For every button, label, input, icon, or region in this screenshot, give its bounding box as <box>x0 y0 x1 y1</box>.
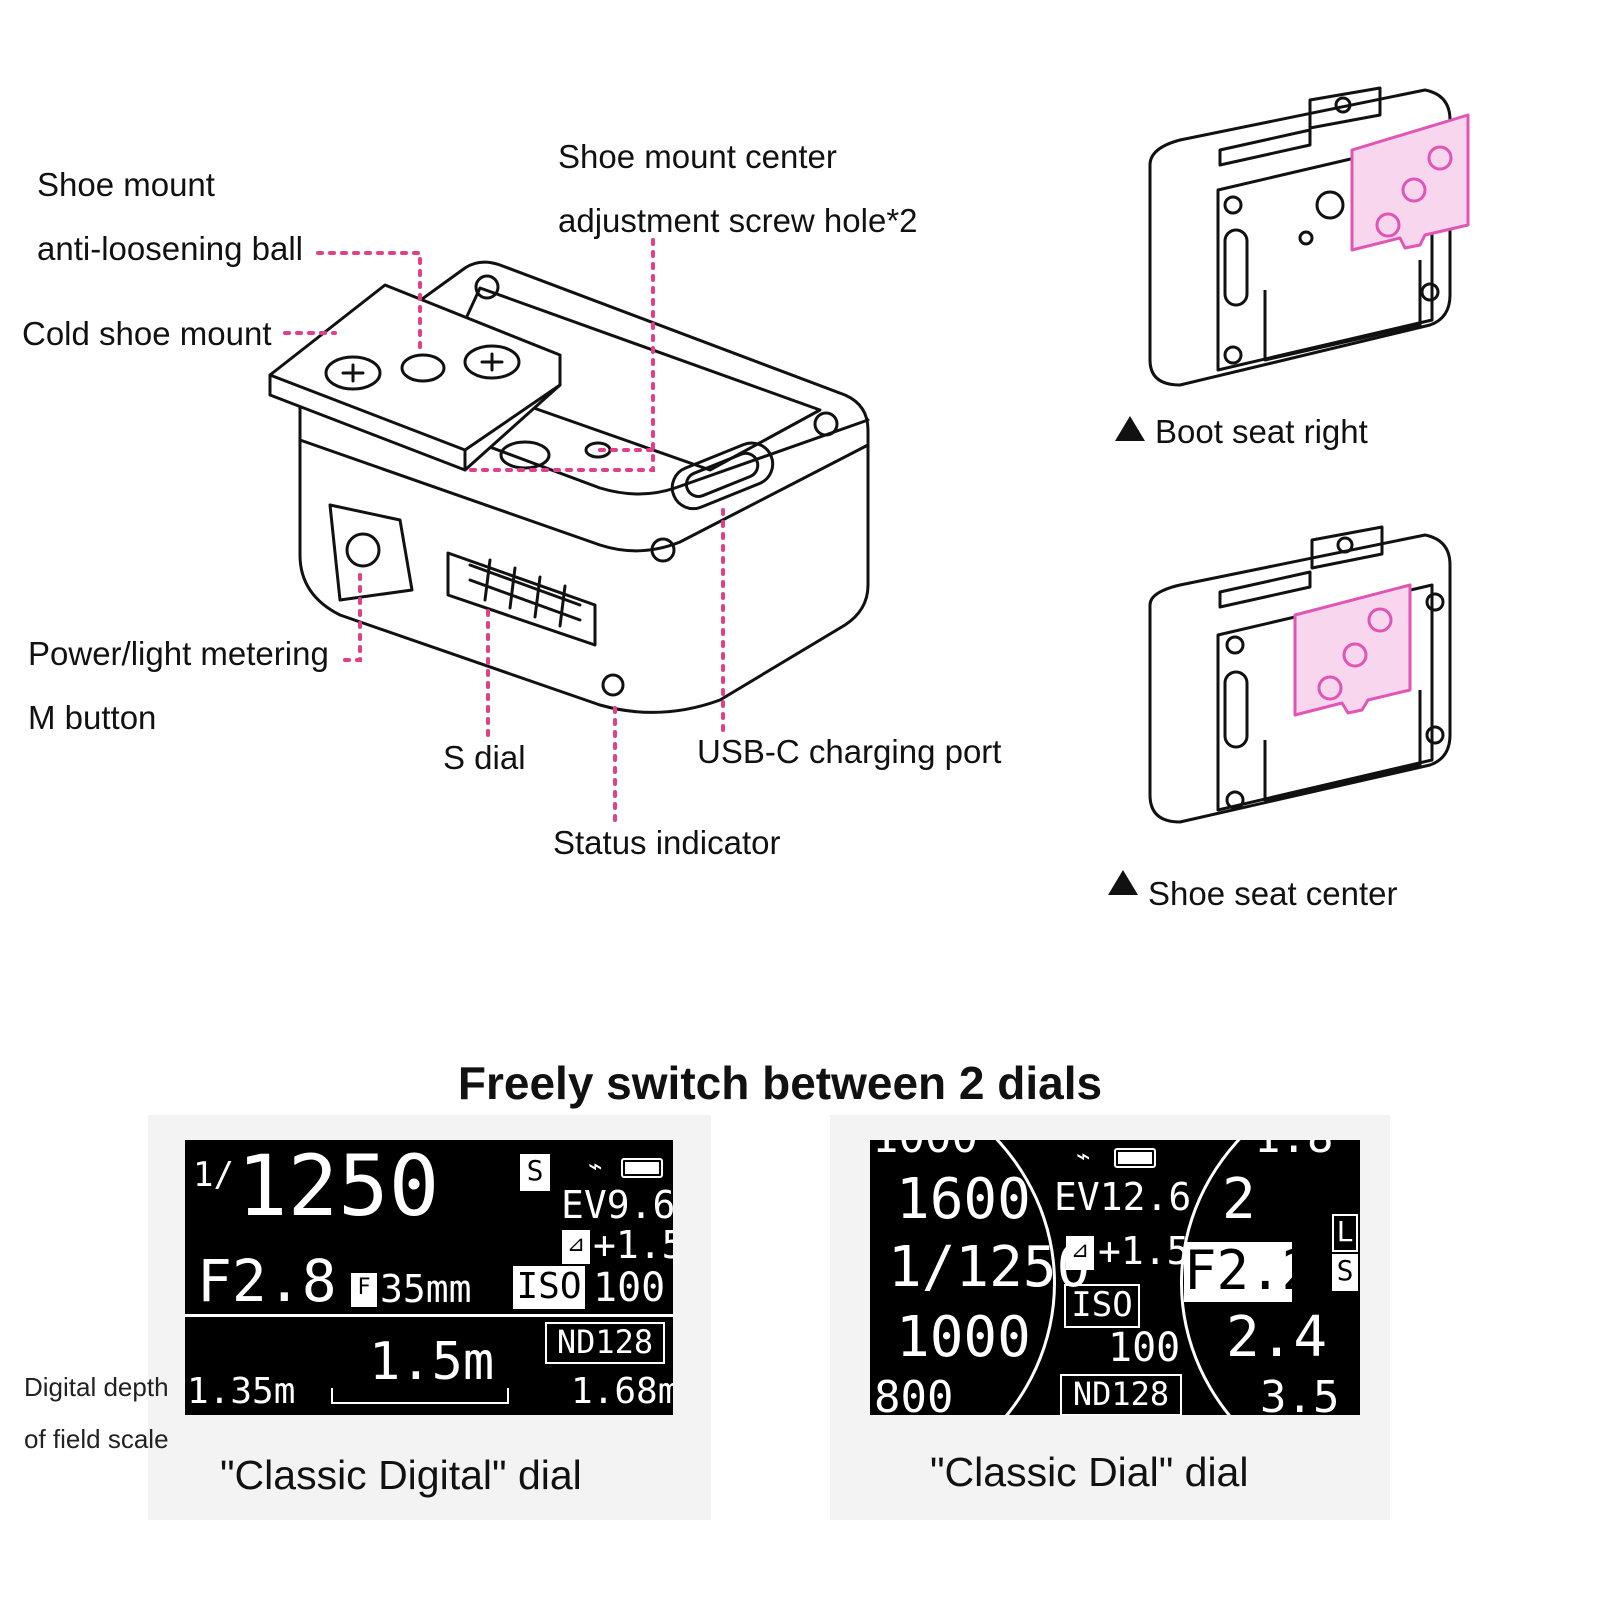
nd-badge: ND128 <box>1060 1374 1182 1415</box>
left-scale-selected: 1/1250 <box>888 1235 1091 1300</box>
label-cold-shoe: Cold shoe mount <box>22 315 272 352</box>
dof-far: 1.68m <box>571 1371 673 1412</box>
iso-value: 100 <box>593 1265 666 1311</box>
screw-icon <box>474 274 500 300</box>
left-dial-arc <box>870 1140 1056 1415</box>
right-scale-0: 1.8 <box>1254 1140 1333 1160</box>
label-center-screw: Shoe mount center <box>558 138 837 175</box>
dof-center: 1.5m <box>369 1332 495 1392</box>
device-body <box>298 260 870 714</box>
exposure-comp-value: +1.5 <box>1098 1229 1190 1273</box>
left-scale-3: 1000 <box>896 1305 1031 1370</box>
label-usbc-port: USB-C charging port <box>697 733 1002 770</box>
left-scale-0: 1000 <box>872 1140 978 1160</box>
iso-value: 100 <box>1108 1325 1181 1371</box>
label-anti-loosening-ball: anti-loosening ball <box>37 230 304 267</box>
battery-icon <box>621 1158 663 1178</box>
classic-digital-caption: "Classic Digital" dial <box>220 1452 582 1498</box>
triangle-icon <box>1115 416 1145 441</box>
dof-label-line1: Digital depth <box>24 1372 169 1402</box>
device-diagram <box>268 86 1470 824</box>
classic-dial-screen: 1000 1600 1/1250 1000 800 ⌁ EV12.6 ⊿ +1.… <box>870 1140 1360 1415</box>
label-shoe-seat-center: Shoe seat center <box>1148 875 1398 912</box>
status-led-illustration <box>601 673 625 697</box>
label-status-indicator: Status indicator <box>553 824 781 861</box>
signal-icon: ⌁ <box>1076 1142 1091 1170</box>
right-scale-3: 2.4 <box>1226 1305 1328 1370</box>
shutter-value: 1250 <box>237 1140 440 1235</box>
section-heading: Freely switch between 2 dials <box>457 1057 1103 1109</box>
exposure-comp-value: +1.5 <box>593 1223 673 1267</box>
l-badge: L <box>1332 1214 1358 1252</box>
signal-icon: ⌁ <box>588 1152 603 1180</box>
label-boot-seat-right: Boot seat right <box>1155 413 1368 450</box>
focal-icon: F <box>351 1273 377 1307</box>
s-dial-illustration <box>446 551 597 647</box>
iso-label: ISO <box>1064 1284 1140 1328</box>
shutter-prefix: 1/ <box>193 1155 234 1195</box>
m-button-illustration <box>328 503 414 602</box>
screw-icon <box>650 537 676 563</box>
left-scale-4: 800 <box>874 1372 954 1416</box>
ev-value: EV9.6 <box>561 1183 673 1227</box>
triangle-icon <box>1108 870 1138 895</box>
usbc-port-illustration <box>670 441 775 511</box>
s-badge: S <box>1332 1254 1358 1291</box>
right-scale-selected: F2.2 <box>1184 1239 1315 1302</box>
label-power-button: Power/light metering <box>28 635 329 672</box>
exposure-comp-icon: ⊿ <box>1066 1236 1094 1270</box>
focal-length: 35mm <box>380 1267 472 1311</box>
right-scale-1: 2 <box>1222 1167 1256 1232</box>
label-center-screw-hole: adjustment screw hole*2 <box>558 202 918 239</box>
nd-badge: ND128 <box>545 1322 665 1364</box>
right-dial-arc <box>1180 1140 1360 1415</box>
leader-lines <box>283 238 725 822</box>
iso-label: ISO <box>513 1266 585 1309</box>
dof-scale-bar <box>331 1388 509 1404</box>
label-m-button: M button <box>28 699 157 736</box>
label-shoe-mount: Shoe mount <box>37 166 215 203</box>
left-scale-1: 1600 <box>896 1167 1031 1232</box>
boot-seat-right-plate <box>1350 113 1470 252</box>
label-s-dial: S dial <box>443 739 526 776</box>
dof-label-line2: of field scale <box>24 1424 169 1454</box>
aperture-value: F2.8 <box>197 1247 337 1315</box>
classic-digital-screen: 1/ 1250 S ⌁ EV9.6 ⊿ +1.5 F2.8 F 35mm ISO… <box>185 1140 673 1415</box>
mode-badge: S <box>520 1154 550 1191</box>
cold-shoe-plate <box>268 283 562 472</box>
classic-dial-caption: "Classic Dial" dial <box>930 1449 1249 1495</box>
right-scale-4: 3.5 <box>1260 1372 1340 1416</box>
divider-line <box>185 1314 673 1317</box>
dof-near: 1.35m <box>187 1371 296 1412</box>
screw-icon <box>813 411 839 437</box>
exposure-comp-icon: ⊿ <box>562 1230 590 1264</box>
battery-icon <box>1114 1148 1156 1168</box>
shoe-seat-center-plate <box>1293 583 1412 717</box>
ev-value: EV12.6 <box>1054 1175 1192 1219</box>
